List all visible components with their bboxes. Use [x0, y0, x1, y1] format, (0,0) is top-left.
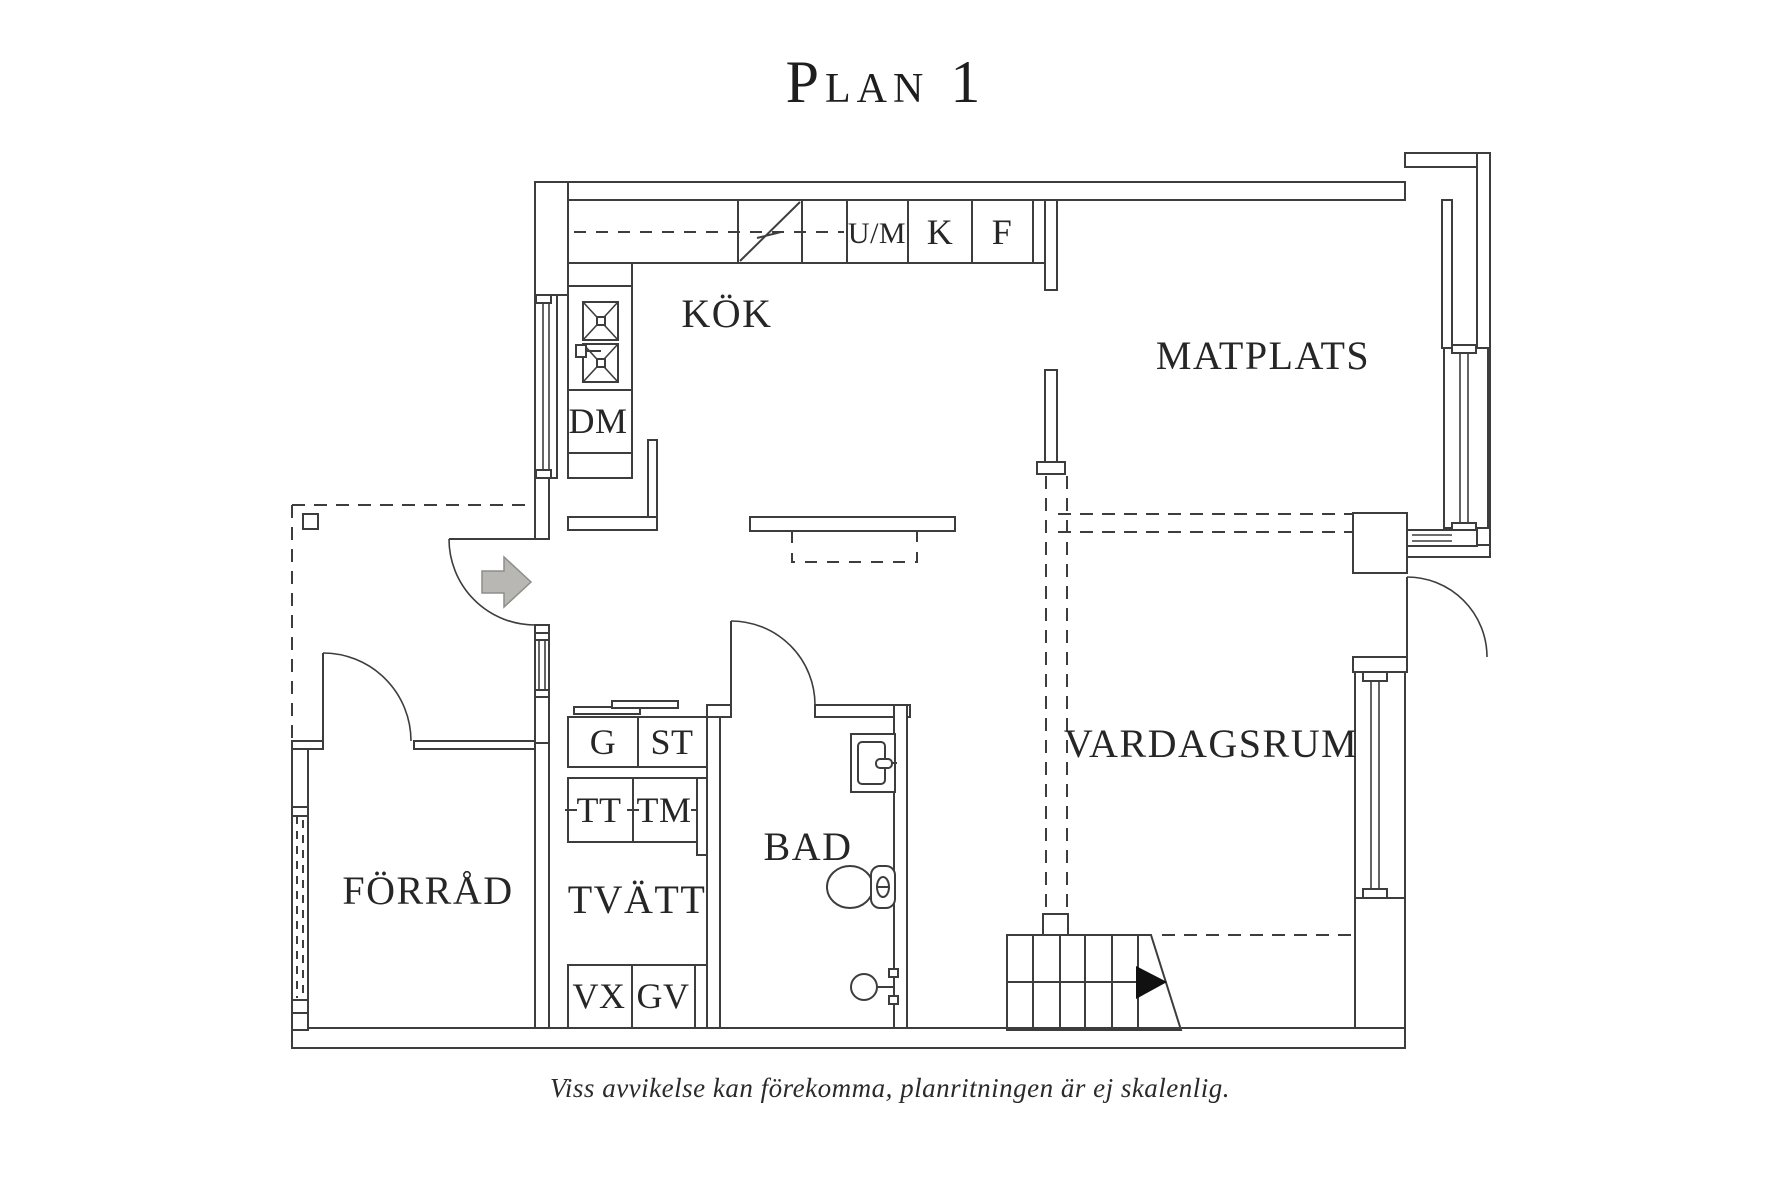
bad-right-wall: [893, 704, 908, 1029]
bathroom-sink-icon: [850, 733, 897, 793]
gv-label: GV: [637, 976, 690, 1016]
washer-label: TM: [637, 790, 692, 830]
vx-label: VX: [573, 976, 626, 1016]
left-wall-strip: [534, 624, 550, 634]
dryer-label: TT: [577, 790, 622, 830]
room-label-tvatt: TVÄTT: [568, 877, 707, 922]
right-window-wall: [1354, 671, 1406, 899]
bad-top-wall-right: [814, 704, 911, 718]
porch-post: [302, 513, 319, 530]
toilet-icon: [826, 865, 896, 909]
forrad: FÖRRÅD: [291, 652, 536, 1031]
room-label-bad: BAD: [764, 824, 853, 869]
right-pillar: [1352, 512, 1408, 574]
wall-below-balcony-door: [1352, 656, 1408, 673]
dishwasher-label: DM: [568, 401, 627, 441]
wall-stub-end-cap: [1036, 461, 1066, 475]
room-label-matplats: MATPLATS: [1156, 333, 1370, 378]
forrad-left-wall-lower: [291, 1012, 309, 1031]
stair-newel-post: [1042, 913, 1069, 936]
faucet-icon: [575, 344, 587, 358]
bad: BAD: [706, 620, 911, 1029]
shower-mixer-icon: [850, 968, 899, 1005]
kitchen: U/M K F DM KÖK: [567, 199, 1046, 563]
stairs: [1006, 913, 1183, 1031]
forrad-vent-band: [291, 806, 309, 1014]
left-wall-mid2: [534, 696, 550, 744]
bad-left-wall: [706, 716, 721, 1029]
hall-window: [534, 632, 550, 698]
kok-matplats-wall-stub-upper: [1044, 199, 1058, 291]
left-wall-lower: [534, 742, 550, 1029]
hall-top-wall: [567, 516, 658, 531]
caption: Viss avvikelse kan förekomma, planritnin…: [550, 1073, 1230, 1103]
tvatt: G ST TT TM VX GV TVÄTT: [565, 700, 709, 1029]
bay-inner-wall: [1441, 199, 1453, 349]
forrad-top-wall-left: [291, 740, 324, 750]
bottom-wall: [291, 1027, 1406, 1049]
left-wall-top: [534, 181, 569, 296]
room-label-vardagsrum: VARDAGSRUM: [1064, 721, 1358, 766]
stairs-direction-arrow-icon: [1136, 966, 1167, 999]
forrad-door: [322, 652, 412, 742]
wardrobe-sliding-doors: [573, 700, 679, 715]
windows: [534, 294, 1489, 899]
top-wall: [534, 181, 1406, 201]
bad-top-wall-left: [706, 704, 732, 718]
vardagsrum: VARDAGSRUM: [1064, 576, 1488, 936]
wardrobe-st-label: ST: [650, 722, 693, 762]
matplats-bay-window: [1406, 344, 1489, 547]
right-lower-wall: [1354, 897, 1406, 1031]
stove-icon: [739, 201, 801, 262]
kitchen-fin-wall: [647, 439, 658, 518]
page-title: Plan 1: [786, 49, 987, 115]
fridge-label: K: [927, 212, 954, 252]
island-counter: [749, 516, 956, 563]
room-label-kok: KÖK: [681, 291, 772, 336]
left-wall-mid: [534, 477, 550, 540]
forrad-left-wall-upper: [291, 748, 309, 808]
entry-arrow-icon: [481, 555, 533, 609]
freezer-label: F: [992, 212, 1013, 252]
entry-door: [448, 538, 536, 626]
kok-matplats-wall-stub-lower: [1044, 369, 1058, 463]
sink-icon: [575, 301, 619, 383]
vardagsrum-window: [1362, 671, 1388, 899]
exterior-walls: [291, 152, 1491, 1049]
micro-oven-label: U/M: [848, 217, 906, 250]
forrad-top-wall-right: [413, 740, 536, 750]
kitchen-window: [534, 294, 558, 479]
kitchen-counter-row: [567, 199, 1046, 264]
tvatt-bad-wall-stub: [696, 777, 708, 856]
matplats: MATPLATS: [1036, 199, 1370, 912]
room-label-forrad: FÖRRÅD: [342, 868, 513, 913]
balcony-door: [1406, 576, 1488, 658]
vx-gv-block: [567, 964, 708, 1029]
entry-porch: [291, 504, 536, 741]
bad-door: [730, 620, 816, 706]
wardrobe-g-label: G: [590, 722, 617, 762]
